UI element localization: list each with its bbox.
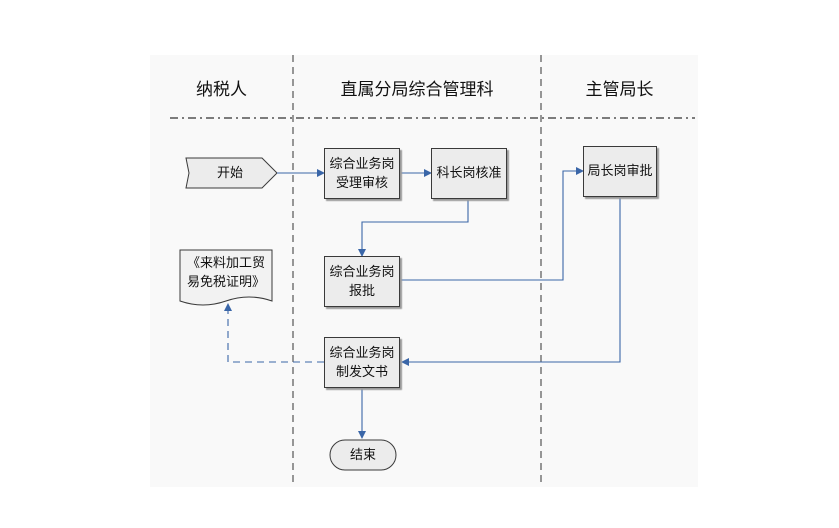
lane-header-taxpayer: 纳税人 xyxy=(196,80,247,100)
node-issue-document: 综合业务岗 制发文书 xyxy=(324,337,400,388)
node-director-approve: 局长岗审批 xyxy=(583,146,657,197)
document-label: 《来料加工贸 易免税证明》 xyxy=(186,256,265,290)
start-shape xyxy=(185,157,278,189)
end-shape xyxy=(329,439,397,471)
arrow-director-to-issue xyxy=(401,197,621,366)
arrow-report-to-director xyxy=(400,167,584,281)
start-label: 开始 xyxy=(216,165,243,181)
end-label: 结束 xyxy=(349,447,376,463)
node-section-chief-approve: 科长岗核准 xyxy=(431,148,507,199)
lane-header-bureau: 直属分局综合管理科 xyxy=(340,80,494,100)
arrow-issue-to-document xyxy=(224,303,324,363)
node-accept-review: 综合业务岗 受理审核 xyxy=(324,148,400,199)
document-shape xyxy=(179,249,273,306)
lane-header-director: 主管局长 xyxy=(585,80,654,100)
node-report: 综合业务岗 报批 xyxy=(324,256,400,307)
arrow-chief-to-report xyxy=(358,199,469,257)
